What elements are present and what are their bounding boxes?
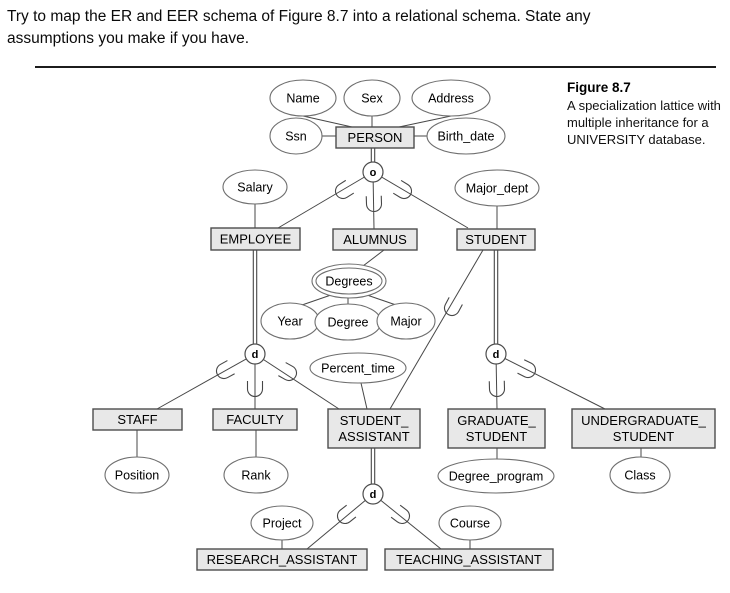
entity-box-research-assistant <box>196 548 368 571</box>
entity-label-graduate-student: STUDENT <box>466 429 527 444</box>
instruction-line-2: assumptions you make if you have. <box>7 30 250 47</box>
connector-line <box>254 353 340 410</box>
attribute-oval-sex <box>343 79 401 117</box>
attribute-label-course: Course <box>450 517 490 531</box>
entity-box-faculty <box>212 408 298 431</box>
connector-line <box>301 294 332 306</box>
instruction-line-1: Try to map the ER and EER schema of Figu… <box>7 8 591 25</box>
connector-line <box>495 353 606 410</box>
attribute-oval-course <box>438 505 502 541</box>
subset-symbol-icon <box>488 380 506 398</box>
attribute-label-project: Project <box>263 517 302 531</box>
connector-line <box>389 249 484 410</box>
attribute-label-position: Position <box>115 469 160 483</box>
connector-line <box>302 115 353 128</box>
entity-label-employee: EMPLOYEE <box>220 232 292 247</box>
attribute-oval-salary <box>222 169 288 205</box>
attribute-oval-degree-program <box>437 458 555 494</box>
specialization-circle-label-d3: d <box>370 489 377 501</box>
attribute-oval-birth-date <box>426 117 506 155</box>
entity-box-student-assistant <box>327 408 421 449</box>
specialization-circle-o1 <box>362 161 384 183</box>
subset-symbol-icon <box>336 504 357 525</box>
attribute-oval-degrees <box>311 263 387 299</box>
connector-line <box>372 171 469 229</box>
connector-line <box>366 294 397 306</box>
entity-box-alumnus <box>332 228 418 251</box>
attribute-oval-project <box>250 505 314 541</box>
entity-box-employee <box>210 227 301 251</box>
attribute-label-major: Major <box>390 315 421 329</box>
specialization-circle-d3 <box>362 483 384 505</box>
subset-symbol-icon <box>390 504 411 525</box>
specialization-circle-d1 <box>244 343 266 365</box>
entity-label-student-assistant: ASSISTANT <box>338 429 409 444</box>
subset-symbol-icon <box>517 359 537 379</box>
connector-line <box>360 382 368 410</box>
figure-caption-text: A specialization lattice with multiple i… <box>567 98 721 147</box>
figure-caption: Figure 8.7 A specialization lattice with… <box>567 80 723 149</box>
subset-symbol-icon <box>246 381 264 397</box>
attribute-oval-ssn <box>269 117 323 155</box>
attribute-oval-inner-degrees <box>315 267 383 295</box>
specialization-circle-label-d2: d <box>493 349 500 361</box>
subset-symbol-icon <box>215 360 235 380</box>
attribute-label-address: Address <box>428 92 474 106</box>
entity-box-staff <box>92 408 183 431</box>
subset-symbol-icon <box>335 179 355 200</box>
attribute-label-degree-program: Degree_program <box>449 470 544 484</box>
attribute-label-major-dept: Major_dept <box>466 182 529 196</box>
attribute-label-rank: Rank <box>241 469 271 483</box>
attribute-oval-position <box>104 456 170 494</box>
specialization-circle-d2 <box>485 343 507 365</box>
attribute-oval-class <box>609 456 671 494</box>
horizontal-divider <box>35 66 716 68</box>
connector-line <box>362 249 385 267</box>
entity-label-undergraduate-student: STUDENT <box>613 429 674 444</box>
attribute-oval-name <box>269 79 337 117</box>
subset-symbol-icon <box>365 195 383 213</box>
subset-symbol-icon <box>392 179 412 200</box>
attribute-oval-rank <box>223 456 289 494</box>
entity-box-person <box>335 126 415 149</box>
entity-label-student-assistant: STUDENT_ <box>340 413 409 428</box>
entity-label-alumnus: ALUMNUS <box>343 232 407 247</box>
entity-label-graduate-student: GRADUATE_ <box>457 413 536 428</box>
attribute-oval-major-dept <box>454 169 540 207</box>
attribute-label-year: Year <box>277 315 302 329</box>
attribute-label-degree: Degree <box>328 316 369 330</box>
entity-label-person: PERSON <box>348 130 403 145</box>
attribute-label-ssn: Ssn <box>285 130 307 144</box>
attribute-label-degrees: Degrees <box>325 275 372 289</box>
entity-label-undergraduate-student: UNDERGRADUATE_ <box>581 413 706 428</box>
entity-box-graduate-student <box>447 408 546 449</box>
entity-box-undergraduate-student <box>571 408 716 449</box>
entity-label-teaching-assistant: TEACHING_ASSISTANT <box>396 552 542 567</box>
attribute-label-birth-date: Birth_date <box>438 130 495 144</box>
connector-line <box>398 115 452 128</box>
attribute-label-sex: Sex <box>361 92 383 106</box>
attribute-oval-address <box>411 79 491 117</box>
entity-box-student <box>456 228 536 251</box>
attribute-label-salary: Salary <box>237 181 273 195</box>
entity-label-research-assistant: RESEARCH_ASSISTANT <box>207 552 358 567</box>
connector-line <box>277 171 374 229</box>
specialization-circle-label-o1: o <box>370 167 377 179</box>
attribute-oval-percent-time <box>309 352 407 384</box>
attribute-label-percent-time: Percent_time <box>321 362 395 376</box>
entity-label-student: STUDENT <box>465 232 526 247</box>
attribute-oval-major <box>376 302 436 340</box>
entity-label-faculty: FACULTY <box>226 412 284 427</box>
specialization-circle-label-d1: d <box>252 349 259 361</box>
exercise-instruction: Try to map the ER and EER schema of Figu… <box>7 6 707 50</box>
figure-caption-title: Figure 8.7 <box>567 80 631 95</box>
connector-line <box>156 353 256 410</box>
attribute-label-class: Class <box>624 469 655 483</box>
entity-box-teaching-assistant <box>384 548 554 571</box>
subset-symbol-icon <box>278 362 298 382</box>
subset-symbol-icon <box>443 297 463 317</box>
attribute-label-name: Name <box>286 92 319 106</box>
entity-label-staff: STAFF <box>117 412 157 427</box>
